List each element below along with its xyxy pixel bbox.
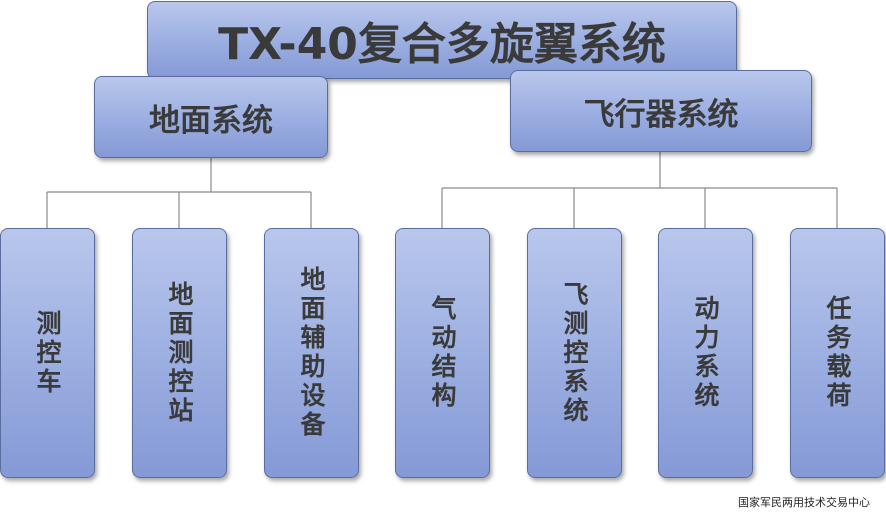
leaf-box-aero-structure: 气动结构 [395, 228, 490, 478]
leaf-box-mission-payload: 任务载荷 [790, 228, 885, 478]
aircraft-system-label: 飞行器系统 [583, 96, 739, 133]
leaf-box-power-system: 动力系统 [658, 228, 753, 478]
aircraft-system-box: 飞行器系统 [510, 70, 812, 152]
ground-system-label: 地面系统 [149, 102, 273, 139]
leaf-box-measurement-vehicle: 测控车 [0, 228, 95, 478]
leaf-box-ground-support: 地面辅助设备 [264, 228, 359, 478]
leaf-label: 地面辅助设备 [297, 266, 326, 440]
footer-source: 国家军民两用技术交易中心 [738, 496, 870, 509]
leaf-box-ground-station: 地面测控站 [132, 228, 227, 478]
leaf-box-flight-control: 飞测控系统 [527, 228, 622, 478]
ground-system-box: 地面系统 [94, 76, 328, 158]
leaf-label: 动力系统 [691, 295, 720, 411]
leaf-label: 任务载荷 [823, 295, 852, 411]
leaf-label: 飞测控系统 [560, 280, 589, 426]
leaf-label: 气动结构 [428, 295, 457, 411]
leaf-label: 地面测控站 [165, 280, 194, 426]
root-title-box: TX-40复合多旋翼系统 [147, 1, 737, 79]
leaf-label: 测控车 [33, 309, 62, 397]
root-title: TX-40复合多旋翼系统 [218, 19, 666, 70]
